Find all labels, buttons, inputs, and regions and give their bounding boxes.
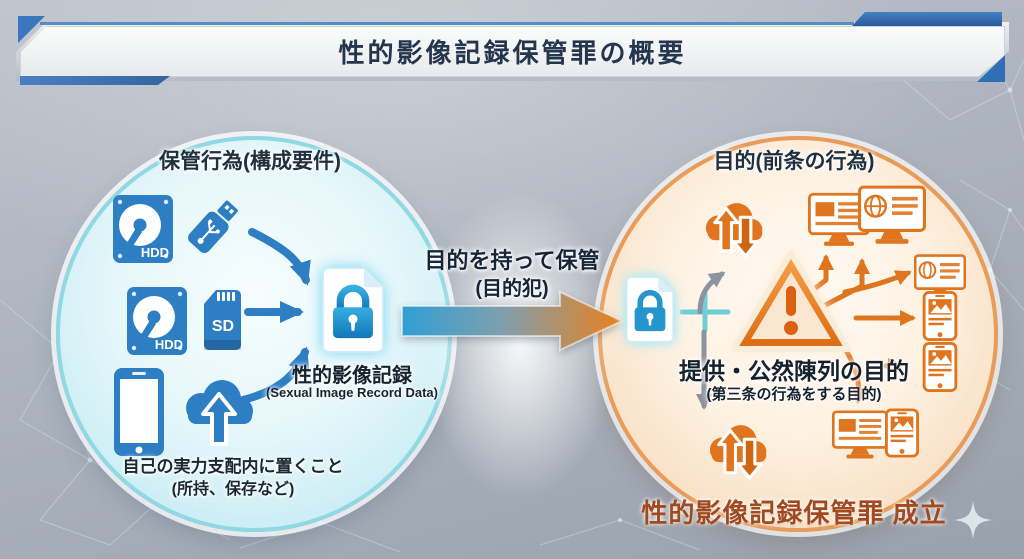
cloud-sync-icon bbox=[709, 425, 767, 480]
gradient-arrow bbox=[401, 290, 625, 352]
sd-card-icon: SD bbox=[204, 290, 241, 350]
middle-glow bbox=[424, 190, 616, 500]
hdd-icon: HDD bbox=[113, 195, 173, 263]
record-label: 性的影像記録 bbox=[292, 365, 412, 387]
page-title: 性的影像記録保管罪の概要 bbox=[338, 38, 687, 68]
svg-text:SD: SD bbox=[212, 318, 234, 335]
monitor-icon bbox=[808, 192, 870, 246]
purpose-text-line2: (第三条の行為をする目的) bbox=[706, 386, 882, 403]
smartphone-icon bbox=[922, 291, 958, 341]
possession-note-line2: (所持、保存など) bbox=[171, 481, 295, 498]
title-banner: 性的影像記録保管罪の概要 bbox=[20, 26, 1005, 77]
hdd-icon: HDD bbox=[127, 287, 187, 355]
smartphone-icon bbox=[922, 342, 958, 392]
banner-accent-topline bbox=[40, 22, 854, 25]
cloud-upload-icon bbox=[186, 380, 253, 446]
locked-file-icon bbox=[322, 267, 384, 353]
sparkle-icon bbox=[954, 501, 992, 539]
possession-note-line1: 自己の実力支配内に置くこと bbox=[122, 457, 344, 476]
middle-caption-line1: 目的を持って保管 bbox=[424, 248, 600, 273]
middle-caption-line2: (目的犯) bbox=[475, 278, 549, 300]
banner-accent-topright bbox=[852, 12, 1002, 26]
monitor-icon bbox=[832, 410, 888, 459]
storage-circle-heading: 保管行為(構成要件) bbox=[159, 150, 341, 173]
verdict-text: 性的影像記録保管罪 成立 bbox=[641, 498, 947, 528]
monitor-icon bbox=[858, 185, 926, 244]
purpose-text-line1: 提供・公然陳列の目的 bbox=[679, 358, 909, 384]
warning-triangle-icon bbox=[731, 250, 851, 352]
usb-flash-icon bbox=[163, 175, 265, 277]
cloud-sync-icon bbox=[705, 203, 763, 258]
purpose-circle-heading: 目的(前条の行為) bbox=[713, 150, 875, 173]
smartphone-icon bbox=[885, 408, 919, 458]
record-sublabel: (Sexual Image Record Data) bbox=[266, 385, 438, 400]
svg-text:HDD: HDD bbox=[155, 337, 183, 352]
locked-file-icon bbox=[626, 276, 674, 343]
banner-accent-bottomleft bbox=[20, 76, 170, 85]
smartphone-icon bbox=[114, 368, 164, 456]
svg-text:HDD: HDD bbox=[141, 245, 169, 260]
